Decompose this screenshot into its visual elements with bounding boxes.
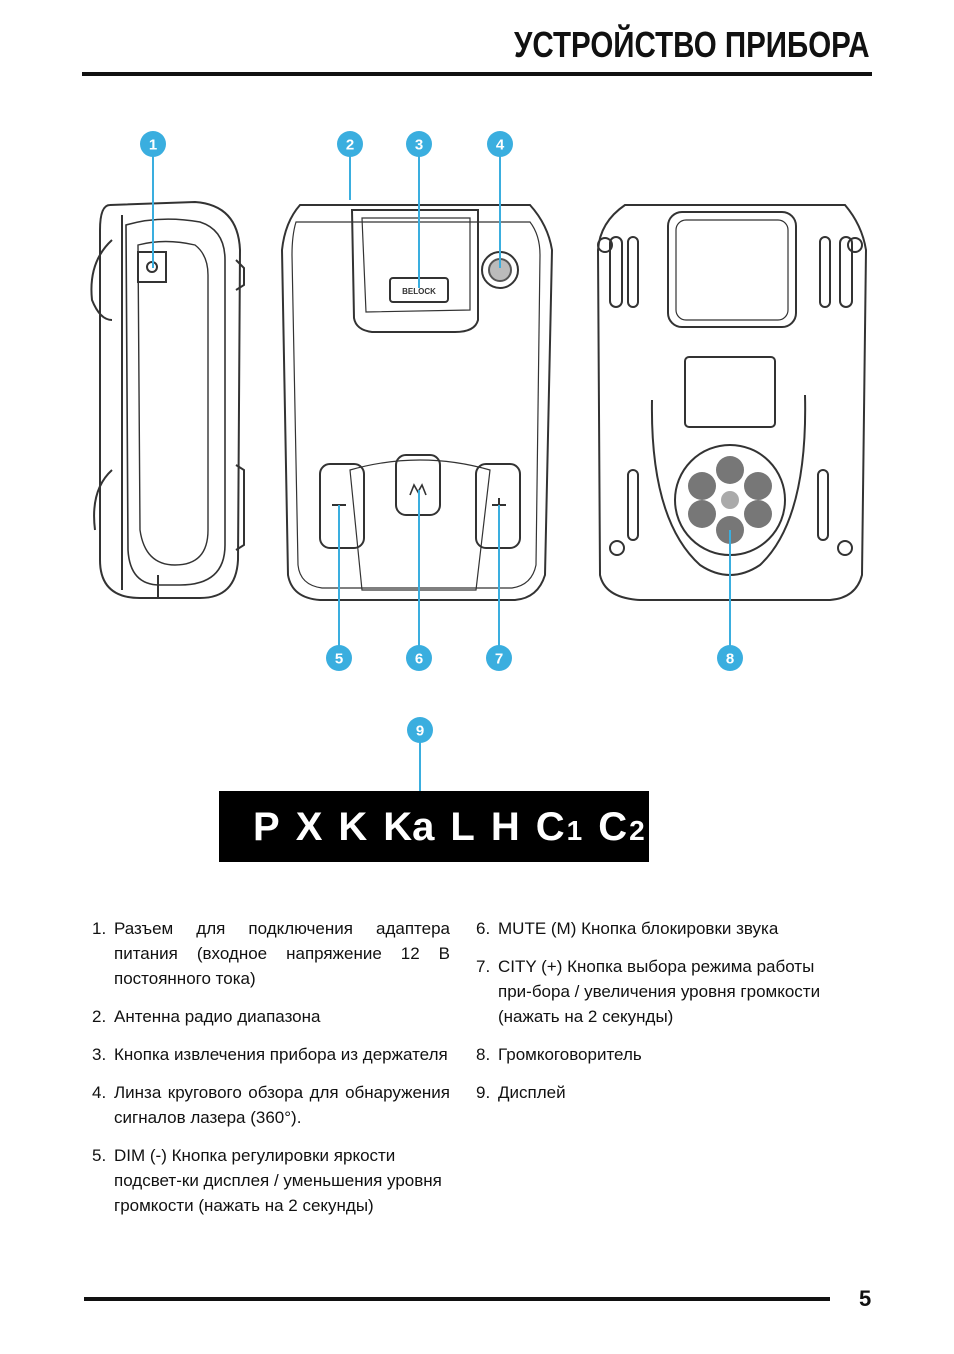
device-side-view (90, 200, 245, 599)
callout-6: 6 (406, 645, 432, 671)
legend-item: 4.Линза кругового обзора для обнаружения… (92, 1083, 450, 1127)
callout-3: 3 (406, 131, 432, 157)
svg-text:5: 5 (335, 651, 343, 668)
page-number: 5 (859, 1286, 872, 1311)
display-segment-l: L (450, 804, 475, 849)
svg-text:2: 2 (346, 137, 354, 154)
callout-4: 4 (487, 131, 513, 157)
callout-2: 2 (337, 131, 363, 157)
svg-text:1: 1 (149, 137, 157, 154)
legend-item: 6.MUTE (M) Кнопка блокировки звука (476, 919, 779, 938)
legend-item: 3.Кнопка извлечения прибора из держателя (92, 1045, 448, 1064)
display-segment-c1: C1 (535, 804, 583, 849)
legend-item: 2.Антенна радио диапазона (92, 1007, 321, 1026)
device-front-view: BELOCK (280, 204, 554, 601)
callout-5: 5 (326, 645, 352, 671)
legend-item: 7.CITY (+) Кнопка выбора режима работы п… (476, 957, 821, 1026)
svg-text:9: 9 (416, 723, 424, 740)
svg-text:4: 4 (496, 137, 505, 154)
header-rule (82, 72, 872, 76)
svg-text:7: 7 (495, 651, 503, 668)
display-panel: P X K Ka L H C1 C2 (219, 791, 649, 862)
footer-rule (84, 1297, 830, 1301)
speaker-grille (688, 456, 772, 544)
legend-left: 1.Разъем для подключения адаптера питани… (92, 916, 450, 1231)
display-segment-c2: C2 (598, 804, 645, 849)
legend-item: 9.Дисплей (476, 1083, 566, 1102)
legend-item: 1.Разъем для подключения адаптера питани… (92, 919, 450, 988)
callout-1: 1 (140, 131, 166, 157)
legend-item: 5.DIM (-) Кнопка регулировки яркости под… (92, 1146, 442, 1215)
legend-item: 8.Громкоговоритель (476, 1045, 642, 1064)
page-title: УСТРОЙСТВО ПРИБОРА (514, 24, 870, 65)
callout-8: 8 (717, 645, 743, 671)
display-segment-k: K (338, 804, 368, 849)
display-segment-ka: Ka (383, 804, 435, 849)
callout-9: 9 (407, 717, 433, 743)
legend-right: 6.MUTE (M) Кнопка блокировки звука 7.CIT… (476, 916, 836, 1118)
display-segment-p: P (253, 804, 280, 849)
svg-text:6: 6 (415, 651, 423, 668)
display-segment-x: X (295, 804, 323, 849)
svg-text:3: 3 (415, 137, 423, 154)
display-segment-h: H (490, 804, 520, 849)
callout-7: 7 (486, 645, 512, 671)
device-diagram: BELOCK (90, 131, 868, 800)
callouts: 1 2 3 4 5 6 7 8 9 (140, 131, 743, 743)
device-brand-badge: BELOCK (402, 287, 436, 296)
svg-text:8: 8 (726, 651, 734, 668)
